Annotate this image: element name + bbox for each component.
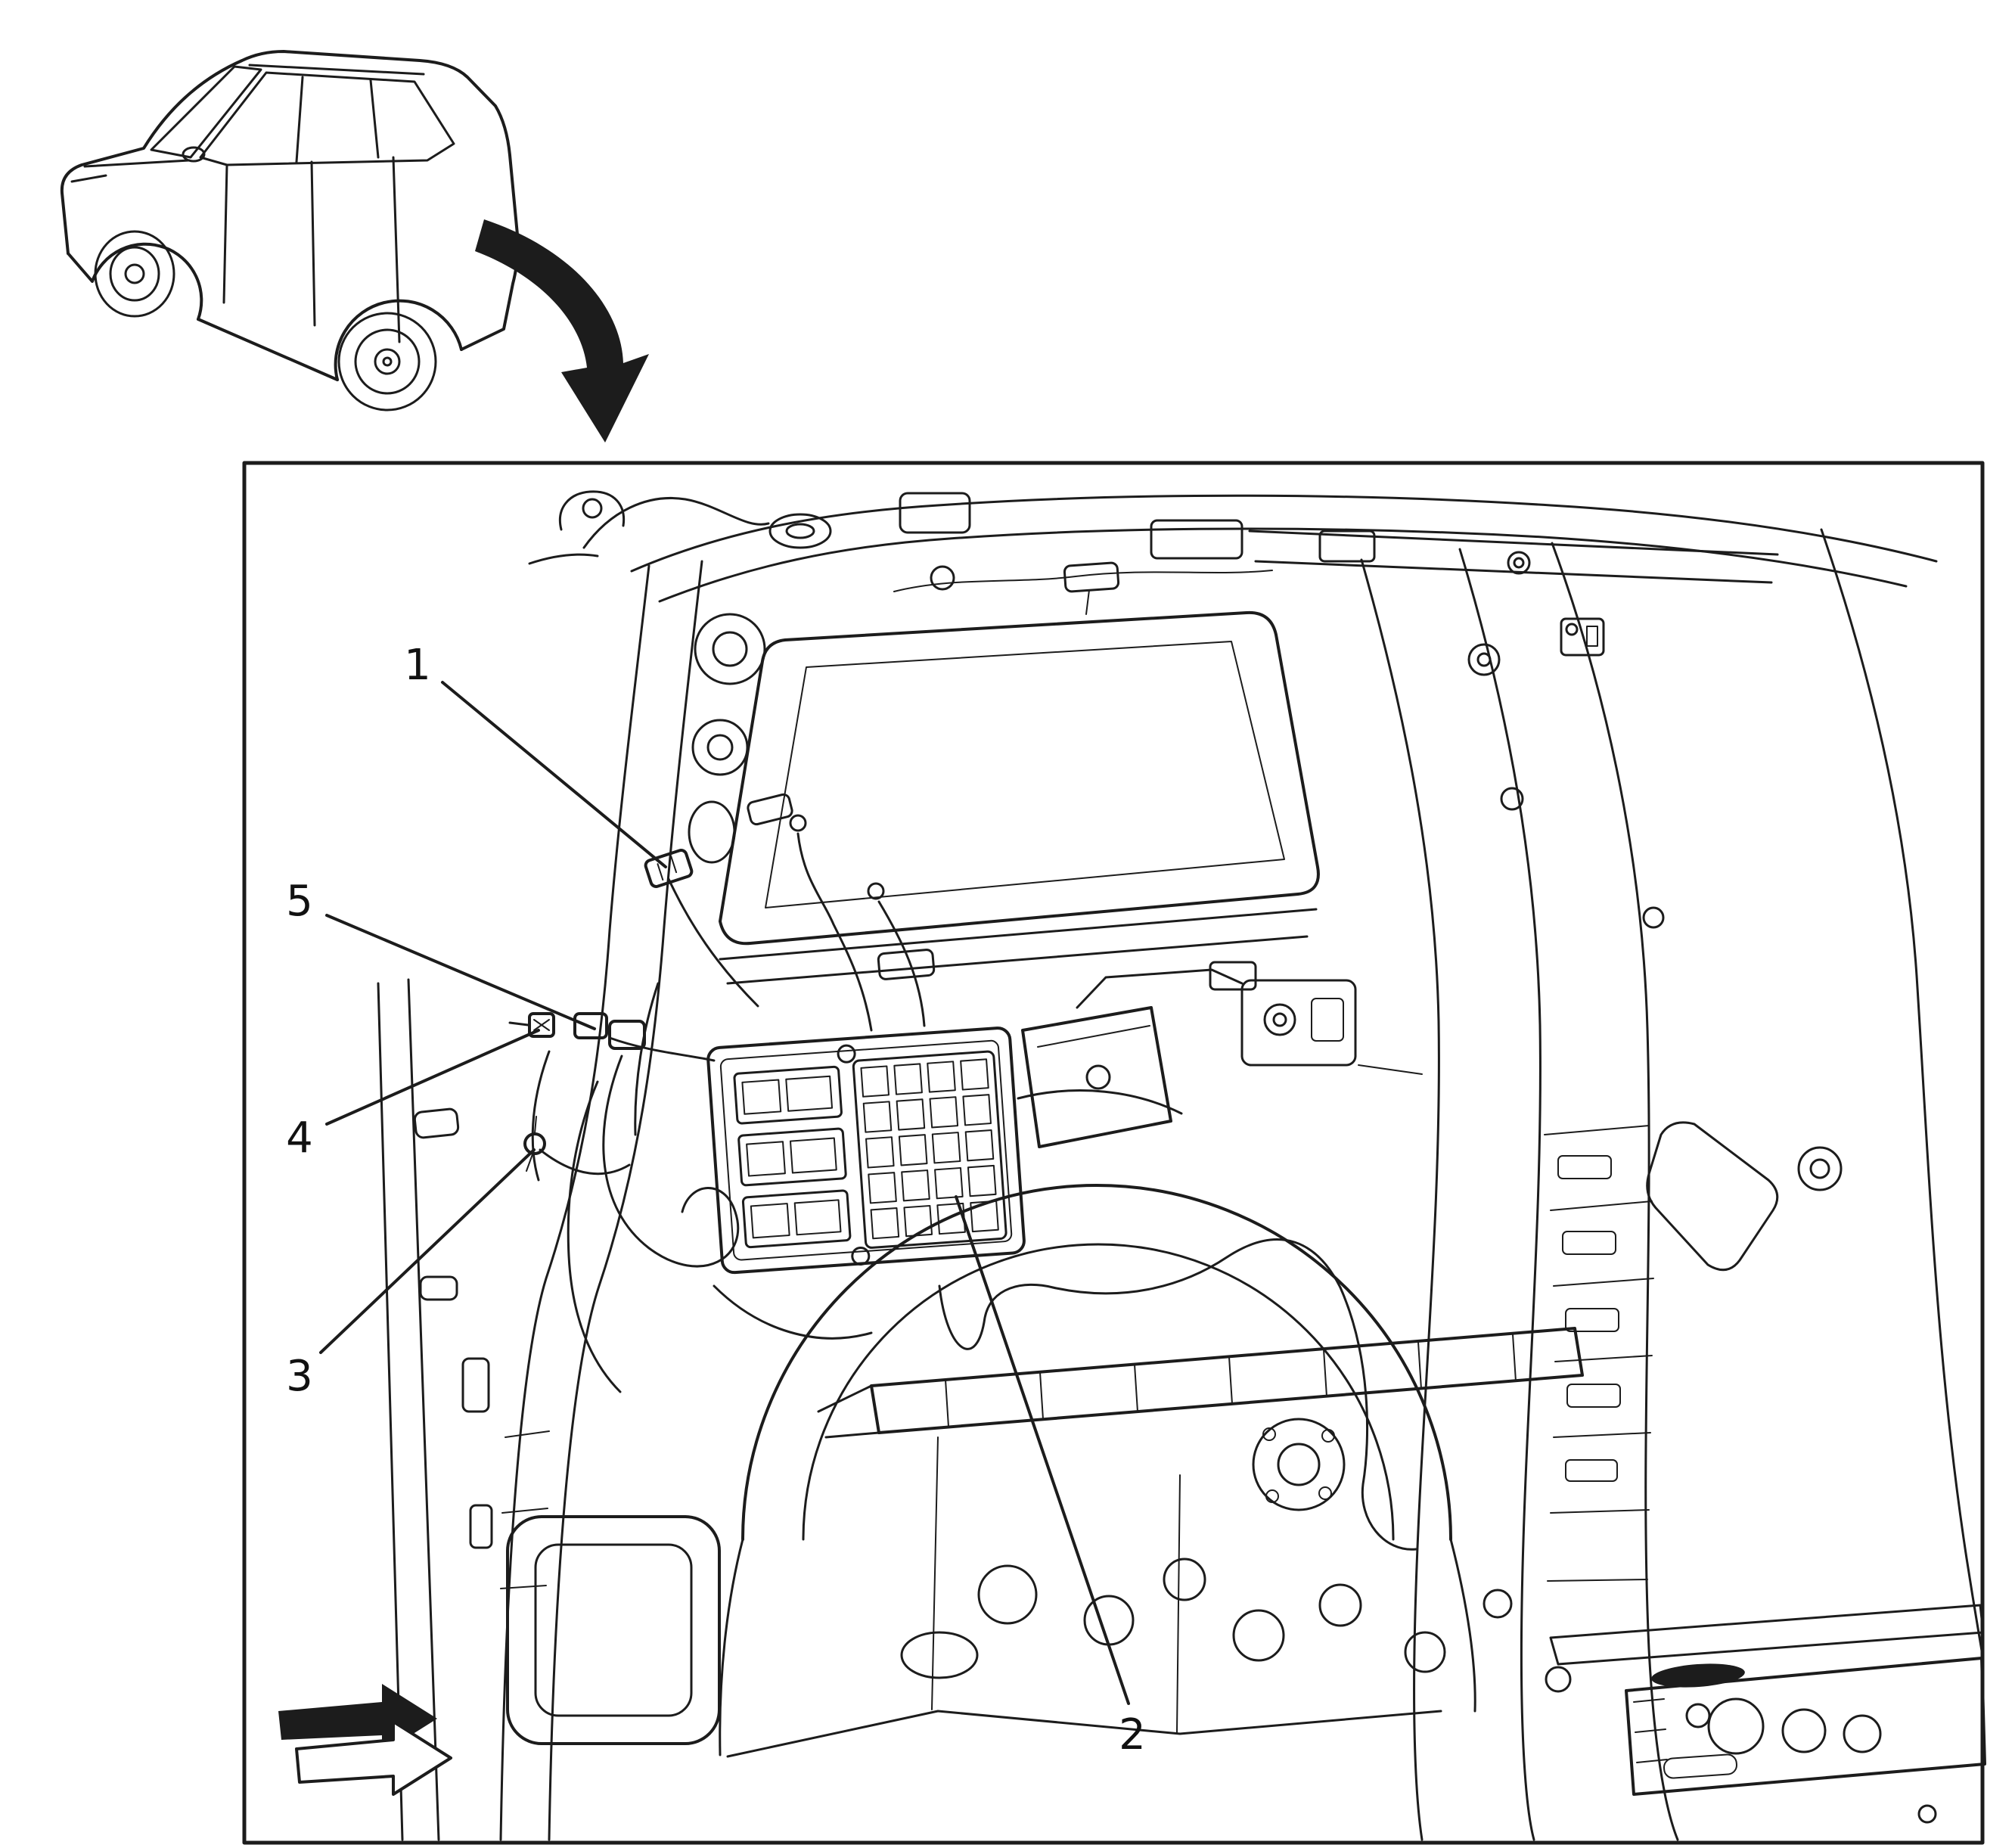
detail-view-frame bbox=[242, 461, 1985, 1845]
fuse-block-bracket bbox=[1021, 961, 1257, 1148]
body-structure-drawing bbox=[377, 490, 1986, 1841]
callout-label-2: 2 bbox=[1119, 1710, 1146, 1759]
callout-label-3: 3 bbox=[286, 1352, 313, 1401]
callout-leader-lines bbox=[319, 681, 1130, 1705]
view-direction-arrow-icon bbox=[278, 1684, 452, 1796]
connector-4 bbox=[508, 1012, 555, 1038]
rear-fuse-block bbox=[706, 1026, 1026, 1275]
leader-line-1 bbox=[441, 681, 667, 868]
leader-line-3 bbox=[319, 1148, 536, 1354]
callout-label-5: 5 bbox=[286, 877, 313, 926]
connector-3 bbox=[523, 1116, 631, 1176]
callout-labels: 1 2 3 4 5 bbox=[286, 641, 1146, 1759]
rotate-down-arrow-icon bbox=[475, 219, 649, 443]
callout-label-1: 1 bbox=[404, 641, 431, 690]
leader-line-5 bbox=[325, 914, 596, 1030]
callout-label-4: 4 bbox=[286, 1113, 313, 1163]
connector-5 bbox=[573, 1012, 646, 1050]
wiring-harness bbox=[531, 814, 1417, 1551]
leader-line-4 bbox=[325, 1029, 540, 1126]
leader-line-2 bbox=[955, 1195, 1130, 1705]
vehicle-inset-drawing bbox=[60, 50, 520, 412]
connector-1 bbox=[644, 849, 694, 888]
